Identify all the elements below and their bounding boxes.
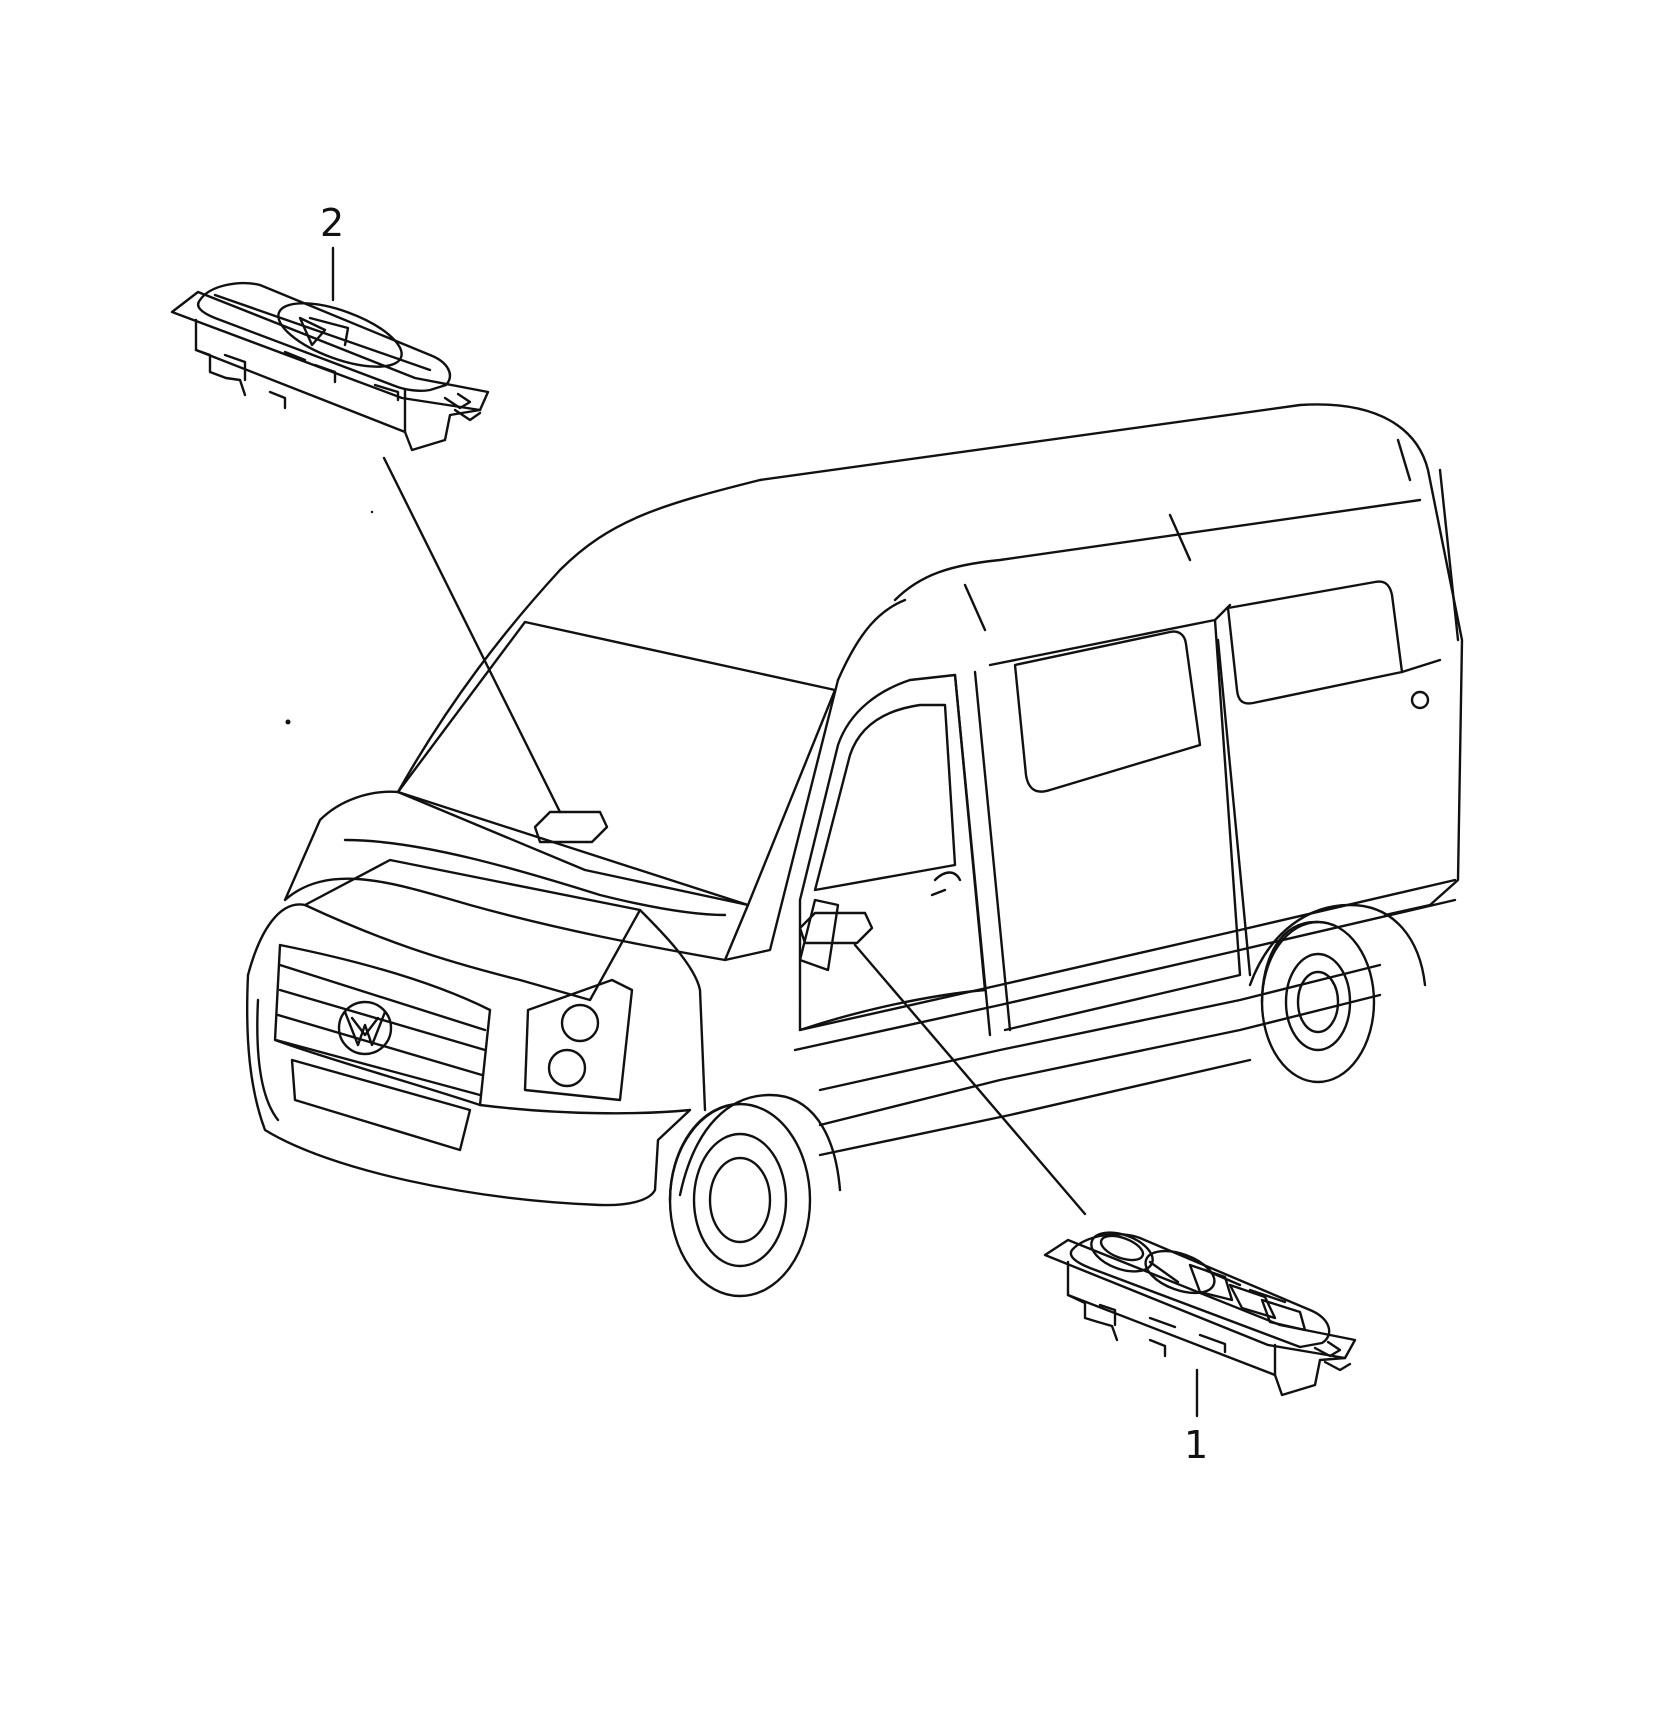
windshield: [398, 622, 835, 905]
van-body-outline: [398, 404, 1462, 915]
side-mirror: [800, 900, 838, 970]
sliding-door: [990, 620, 1240, 1030]
location-marker-dashboard: [535, 812, 607, 842]
front-grille: [275, 945, 490, 1150]
front-door: [800, 675, 985, 1030]
leader-line-part-2: [384, 458, 560, 812]
headlight: [525, 980, 632, 1100]
part-1-window-switch: [1045, 1225, 1355, 1395]
vw-logo: [339, 1002, 391, 1054]
van-roof-line: [895, 500, 1420, 600]
callout-label-part-1: 1: [1184, 1423, 1208, 1467]
fuel-cap: [1412, 692, 1428, 708]
location-marker-door: [800, 913, 872, 943]
part-2-window-switch: [172, 283, 488, 450]
hood: [285, 792, 748, 960]
front-wheel: [670, 1104, 810, 1296]
scan-speck: [285, 719, 291, 725]
callout-label-part-2: 2: [320, 201, 344, 245]
rear-wheel: [1262, 922, 1374, 1082]
side-window: [1228, 582, 1402, 704]
scan-speck: [370, 510, 374, 514]
front-bumper: [247, 975, 690, 1205]
side-window: [1015, 632, 1200, 792]
van-illustration: [247, 404, 1462, 1296]
leader-line-part-1: [855, 945, 1085, 1214]
